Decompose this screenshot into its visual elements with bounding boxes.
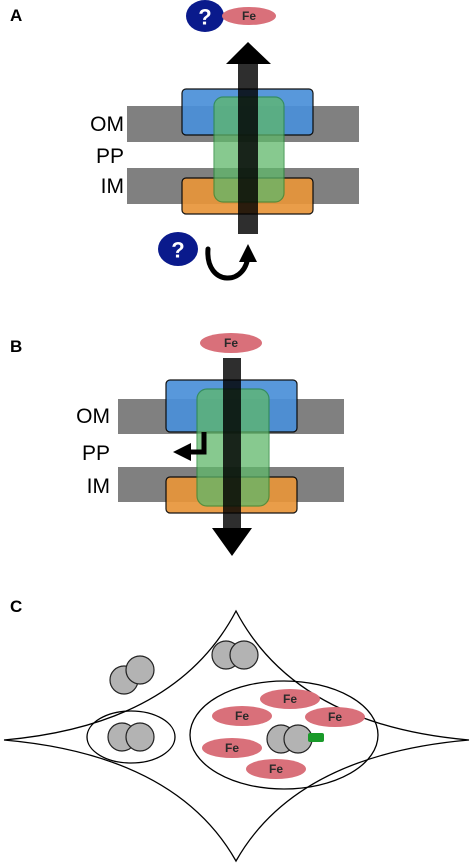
iron-label: Fe [224,336,238,350]
label-pp: PP [96,145,124,168]
svg-text:Fe: Fe [283,692,297,706]
iron-molecule [222,7,276,25]
vesicle-large [189,680,379,790]
panel-a-label: A [10,6,22,25]
iron-molecule: Fe [305,707,365,727]
protein-tag [308,733,324,742]
svg-text:Fe: Fe [225,741,239,755]
iron-molecule: Fe [246,759,306,779]
label-pp: PP [82,442,110,465]
svg-text:Fe: Fe [235,709,249,723]
iron-molecule: Fe [212,706,272,726]
label-im: IM [101,175,124,198]
panel-c: C Fe Fe Fe [3,597,470,863]
periplasm-release-arrow [173,432,207,461]
protein-dimer [266,724,313,754]
iron-molecule: Fe [202,738,262,758]
export-arrow-head [226,42,271,64]
svg-text:Fe: Fe [269,762,283,776]
iron-molecule: Fe [260,689,320,709]
unknown-bottom-label: ? [171,238,184,263]
label-im: IM [87,475,110,498]
panel-c-label: C [10,597,22,616]
unknown-top-label: ? [198,5,211,30]
iron-label: Fe [242,9,256,23]
label-om: OM [90,113,124,136]
transport-channel [223,358,241,530]
svg-text:Fe: Fe [328,710,342,724]
vesicle-small [86,710,176,764]
transport-channel [238,62,258,234]
question-icon [186,0,224,32]
iron-molecule [200,333,262,353]
import-arrow-head [212,528,252,556]
question-icon [158,232,198,266]
cell-outline [3,609,470,863]
panel-a: A OM PP IM ? Fe ? [10,0,359,281]
protein-dimer [109,655,155,695]
panel-b-label: B [10,337,22,356]
label-om: OM [76,405,110,428]
protein-dimer [107,722,155,752]
panel-b: B Fe OM PP IM [10,333,344,556]
protein-dimer [211,640,259,670]
import-curved-arrow [205,244,257,281]
